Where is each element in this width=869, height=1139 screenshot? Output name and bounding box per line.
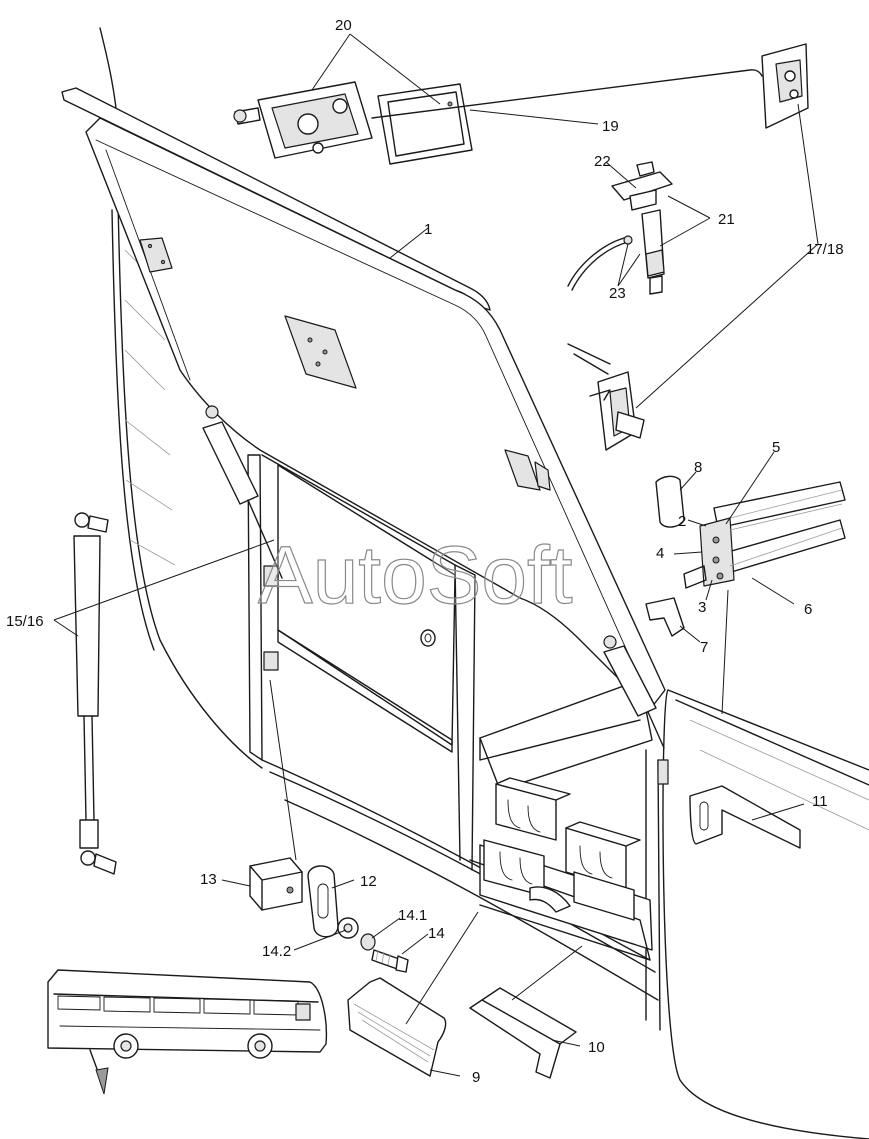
gas-strut-15-16: [73, 512, 117, 875]
door-lock-assembly: [233, 81, 473, 165]
label-4: 4: [656, 545, 664, 562]
callout-labels: 20 1 19 22 21 23 17/18 8 5 2 4 3 6 7 11 …: [6, 17, 844, 1086]
label-9: 9: [472, 1069, 480, 1086]
watermark-text: AutoSoft: [258, 530, 573, 621]
door-switch-assembly: [567, 161, 673, 295]
bracket-11: [689, 785, 801, 849]
label-14-1: 14.1: [398, 907, 427, 924]
label-3: 3: [698, 599, 706, 616]
latch-middle: [567, 343, 645, 451]
label-2: 2: [678, 513, 686, 530]
label-5: 5: [772, 439, 780, 456]
label-14-2: 14.2: [262, 943, 291, 960]
label-19: 19: [602, 118, 619, 135]
batteries: [483, 777, 641, 921]
label-12: 12: [360, 873, 377, 890]
door-catch-parts: [249, 857, 409, 973]
label-13: 13: [200, 871, 217, 888]
label-15-16: 15/16: [6, 613, 44, 630]
label-17-18: 17/18: [806, 241, 844, 258]
luggage-door-panel: [61, 87, 666, 713]
door-gas-struts: [202, 405, 665, 749]
label-7: 7: [700, 639, 708, 656]
label-6: 6: [804, 601, 812, 618]
label-1: 1: [424, 221, 432, 238]
latch-top: [761, 43, 809, 129]
label-10: 10: [588, 1039, 605, 1056]
seal-profiles: [347, 977, 577, 1079]
callout-leaders: [53, 33, 819, 1077]
label-21: 21: [718, 211, 735, 228]
label-23: 23: [609, 285, 626, 302]
guide-rail-assembly: [645, 475, 846, 637]
label-14: 14: [428, 925, 445, 942]
label-8: 8: [694, 459, 702, 476]
label-11: 11: [812, 793, 828, 810]
label-22: 22: [594, 153, 611, 170]
bus-locator-thumbnail: [47, 969, 328, 1095]
release-cable: [371, 69, 763, 119]
label-20: 20: [335, 17, 352, 34]
